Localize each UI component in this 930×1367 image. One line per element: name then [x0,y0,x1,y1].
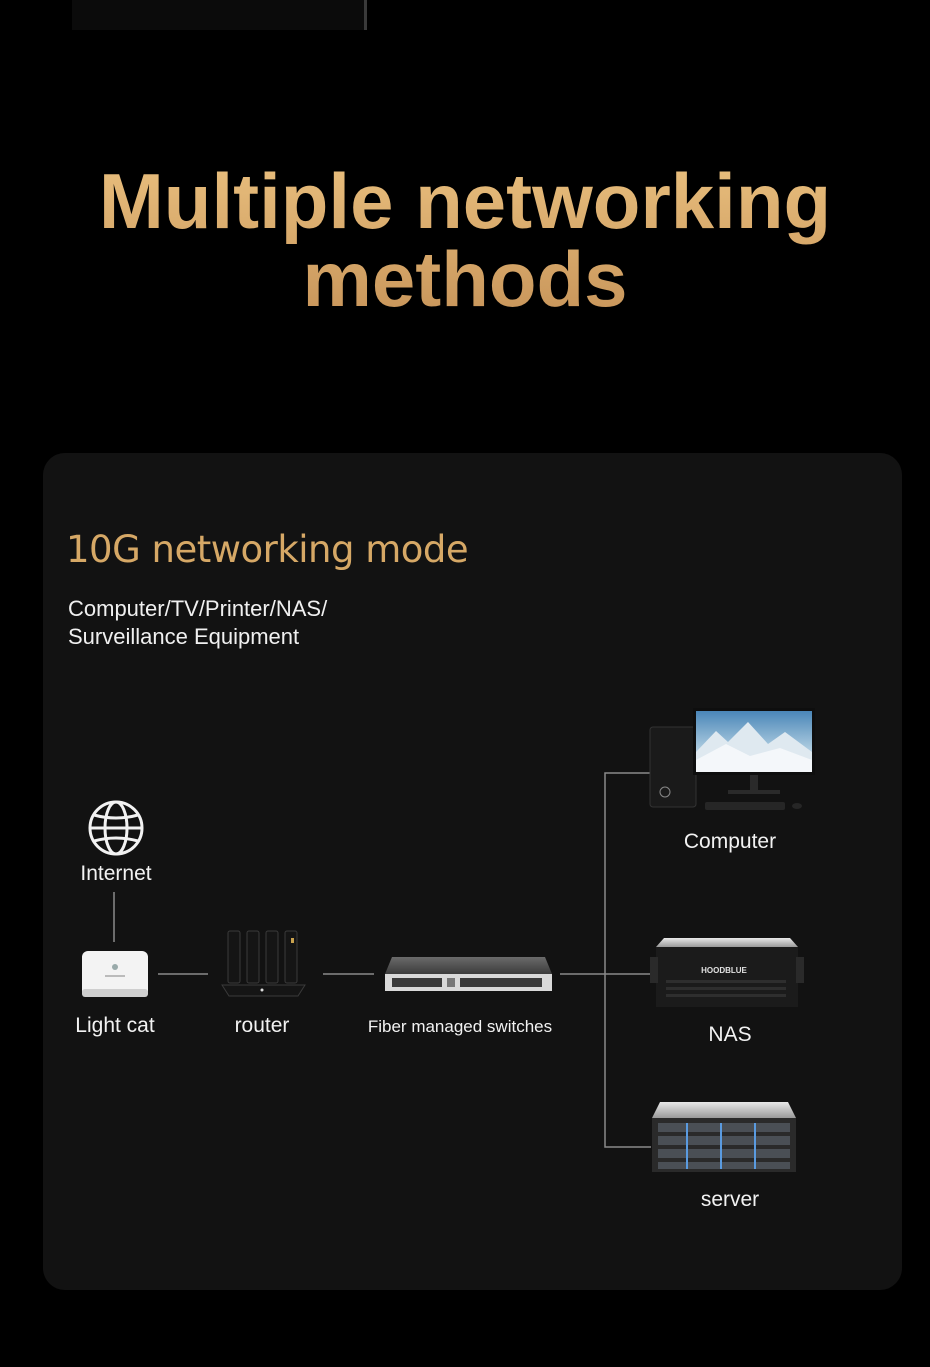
label-internet: Internet [80,862,152,885]
connector-lines [113,772,651,1148]
nas-brand-text: HOODBLUE [701,966,747,975]
top-partial-image [72,0,367,30]
label-switch: Fiber managed switches [367,1017,553,1036]
label-computer: Computer [683,830,777,853]
label-light-cat: Light cat [75,1014,155,1037]
light-cat-icon [82,951,148,997]
router-icon [221,930,306,997]
nas-icon: HOODBLUE [650,938,804,1007]
computer-icon [649,708,815,810]
globe-icon [88,800,144,856]
section-description-line-1: Computer/TV/Printer/NAS/ [68,596,328,621]
section-description-line-2: Surveillance Equipment [68,624,300,649]
label-server: server [700,1188,760,1211]
section-description: Computer/TV/Printer/NAS/ Surveillance Eq… [68,595,327,651]
server-icon [652,1102,796,1172]
switch-icon [385,957,552,991]
section-title: 10G networking mode [66,528,469,571]
label-nas: NAS [708,1023,752,1046]
link-trunk-branches [604,772,651,1148]
label-router: router [234,1014,290,1037]
